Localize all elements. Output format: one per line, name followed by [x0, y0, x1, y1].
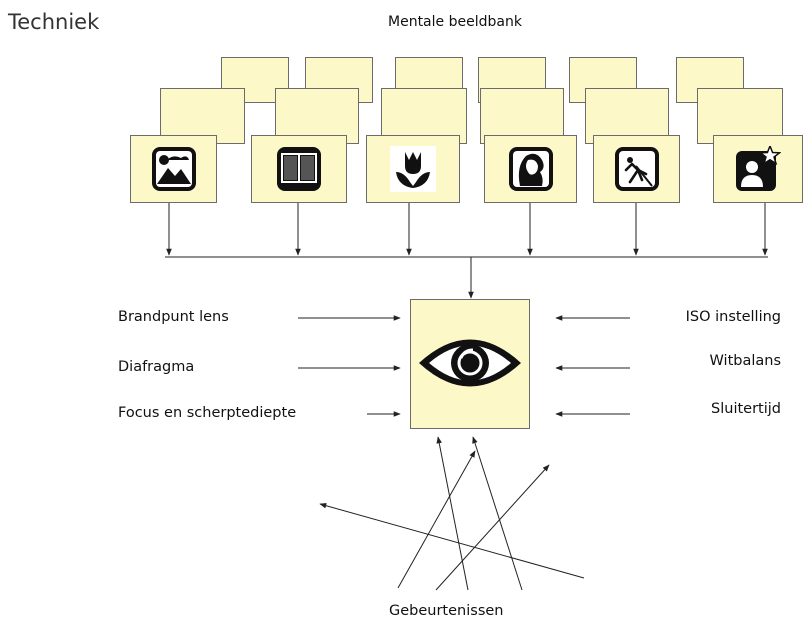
eye-icon: [415, 328, 525, 398]
category-card-sports: [593, 135, 680, 203]
landscape-icon: [151, 146, 197, 192]
person-star-icon: [735, 146, 781, 192]
stack-card-middle: [480, 88, 564, 144]
label-sluitertijd: Sluitertijd: [711, 401, 781, 417]
category-card-portrait: [484, 135, 577, 203]
tulip-icon: [390, 146, 436, 192]
label-gebeurtenissen: Gebeurtenissen: [389, 603, 504, 619]
sports-icon: [614, 146, 660, 192]
portrait-icon: [508, 146, 554, 192]
label-witbalans: Witbalans: [709, 353, 781, 369]
label-brandpunt-lens: Brandpunt lens: [118, 309, 229, 325]
eye-box: [410, 299, 530, 429]
category-card-book: [251, 135, 347, 203]
label-focus-scherptediepte: Focus en scherptediepte: [118, 405, 297, 421]
category-card-tulip: [366, 135, 460, 203]
image-bank-title: Mentale beeldbank: [388, 14, 522, 30]
page-title: Techniek: [8, 10, 100, 34]
category-card-person-star: [713, 135, 803, 203]
book-icon: [276, 146, 322, 192]
stack-card-middle: [585, 88, 669, 144]
category-card-landscape: [130, 135, 217, 203]
label-diafragma: Diafragma: [118, 359, 195, 375]
label-iso-instelling: ISO instelling: [685, 309, 781, 325]
stack-card-middle: [160, 88, 245, 144]
